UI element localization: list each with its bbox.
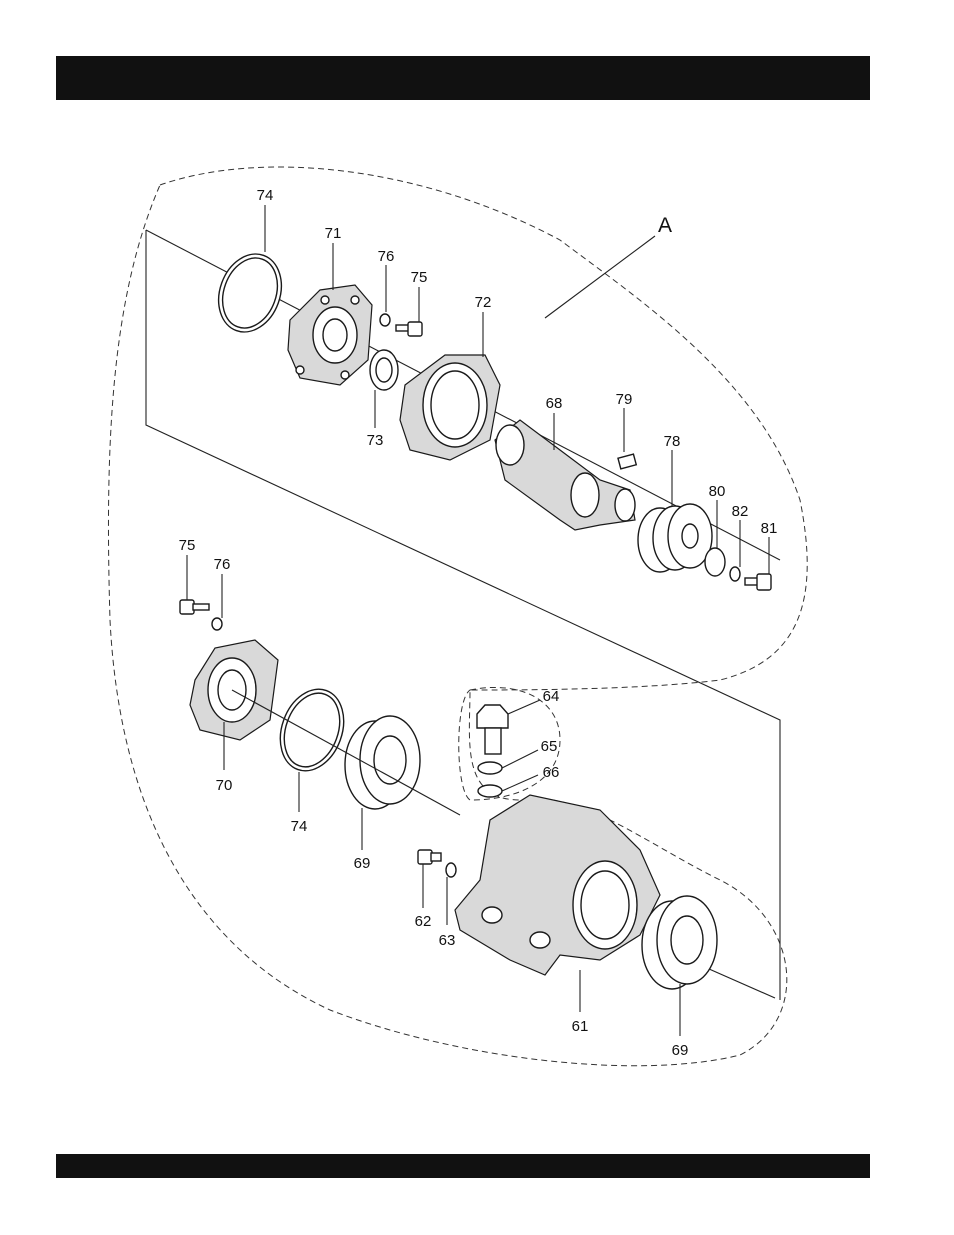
callout-75-top: 75 [411, 269, 428, 286]
plug-62 [418, 850, 441, 864]
callout-70: 70 [216, 777, 233, 794]
callout-79: 79 [616, 391, 633, 408]
callout-75-lower: 75 [179, 537, 196, 554]
callout-80: 80 [709, 483, 726, 500]
callout-76-top: 76 [378, 248, 395, 265]
callout-69-left: 69 [354, 855, 371, 872]
end-cover-70 [190, 640, 278, 740]
seal-73 [370, 350, 398, 390]
callout-66: 66 [543, 764, 560, 781]
callout-64: 64 [543, 688, 560, 705]
callout-62: 62 [415, 913, 432, 930]
callout-68: 68 [546, 395, 563, 412]
bearing-69-right [642, 896, 717, 989]
upper-axis-line [146, 230, 780, 1000]
shaft-68 [495, 420, 635, 530]
washer-76-lower [212, 618, 222, 630]
gear-housing-61 [455, 795, 660, 975]
callout-76-lower: 76 [214, 556, 231, 573]
bolt-64 [477, 705, 508, 754]
callout-63: 63 [439, 932, 456, 949]
callout-71: 71 [325, 225, 342, 242]
callout-73: 73 [367, 432, 384, 449]
washer-82 [730, 567, 740, 581]
callout-72: 72 [475, 294, 492, 311]
housing-cover-72 [400, 355, 500, 460]
callout-65: 65 [541, 738, 558, 755]
footer-bar [56, 1154, 870, 1178]
pulley-78 [638, 504, 712, 572]
assembly-a-label: A [658, 214, 672, 237]
washer-66 [478, 785, 502, 797]
bolt-75-lower [180, 600, 209, 614]
callout-74-top: 74 [257, 187, 274, 204]
bolt-75-top [396, 322, 422, 336]
key-79 [618, 454, 636, 469]
assembly-a-leader [545, 236, 655, 318]
bearing-69-left [345, 716, 420, 809]
callout-69-right: 69 [672, 1042, 689, 1059]
callout-61: 61 [572, 1018, 589, 1035]
callout-81: 81 [761, 520, 778, 537]
lower-axis-line [232, 690, 460, 815]
flange-cover-71 [288, 285, 372, 385]
callout-78: 78 [664, 433, 681, 450]
washer-76-top [380, 314, 390, 326]
callout-82: 82 [732, 503, 749, 520]
washer-63 [446, 863, 456, 877]
callout-74-lower: 74 [291, 818, 308, 835]
washer-80 [705, 548, 725, 576]
bolt-81 [745, 574, 771, 590]
lock-washer-65 [478, 762, 502, 774]
